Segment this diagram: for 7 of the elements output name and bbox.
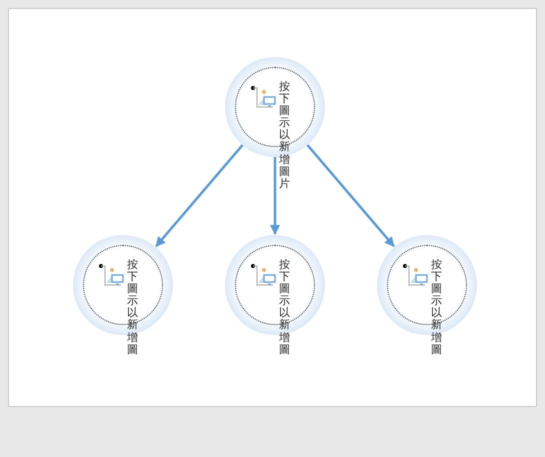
placeholder-text: 按下圖示以新增圖片	[279, 81, 290, 190]
placeholder-text: 按下圖示以新增圖	[431, 259, 442, 356]
arrow	[155, 144, 244, 248]
placeholder-text: 按下圖示以新增圖	[279, 259, 290, 356]
arrow	[270, 157, 280, 235]
placeholder-text: 按下圖示以新增圖	[127, 259, 138, 356]
arrow	[306, 144, 395, 248]
